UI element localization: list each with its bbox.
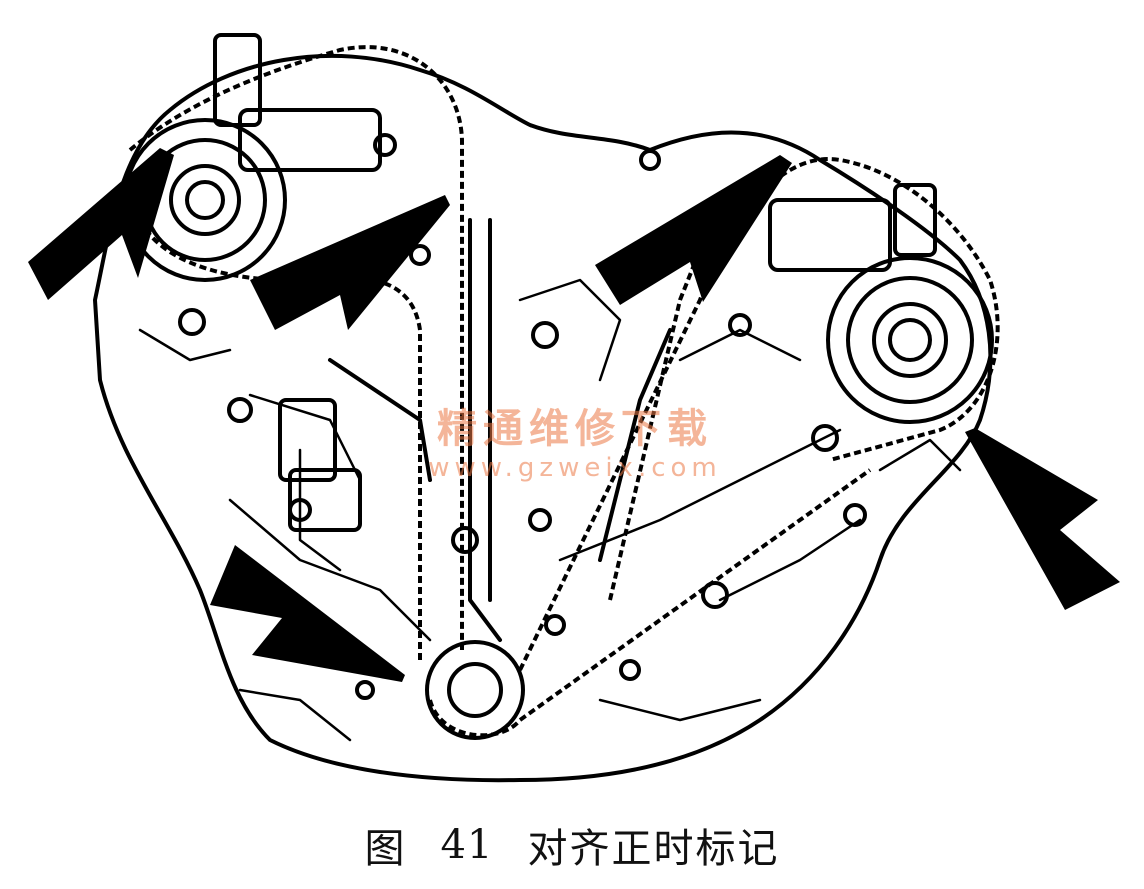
crank-sprocket [425,640,525,740]
timing-chains [128,45,1000,738]
alignment-arrows [28,148,1120,682]
caption-number: 41 [440,822,494,868]
arrow-right-cam-inner [595,155,792,305]
arrow-right-cam-outer [965,428,1120,610]
engine-block-outline [93,53,993,783]
caption-title: 对齐正时标记 [527,826,780,872]
arrow-left-cam-inner [250,195,450,330]
timing-chain-diagram [28,33,1120,783]
figure-caption: 图 41 对齐正时标记 [0,815,1144,875]
chain-guides [213,33,937,642]
arrow-crank [210,545,405,682]
right-cam-sprocket [826,256,994,424]
bolts [178,133,867,700]
caption-label: 图 [364,826,407,872]
arrow-left-cam-outer [28,148,174,300]
